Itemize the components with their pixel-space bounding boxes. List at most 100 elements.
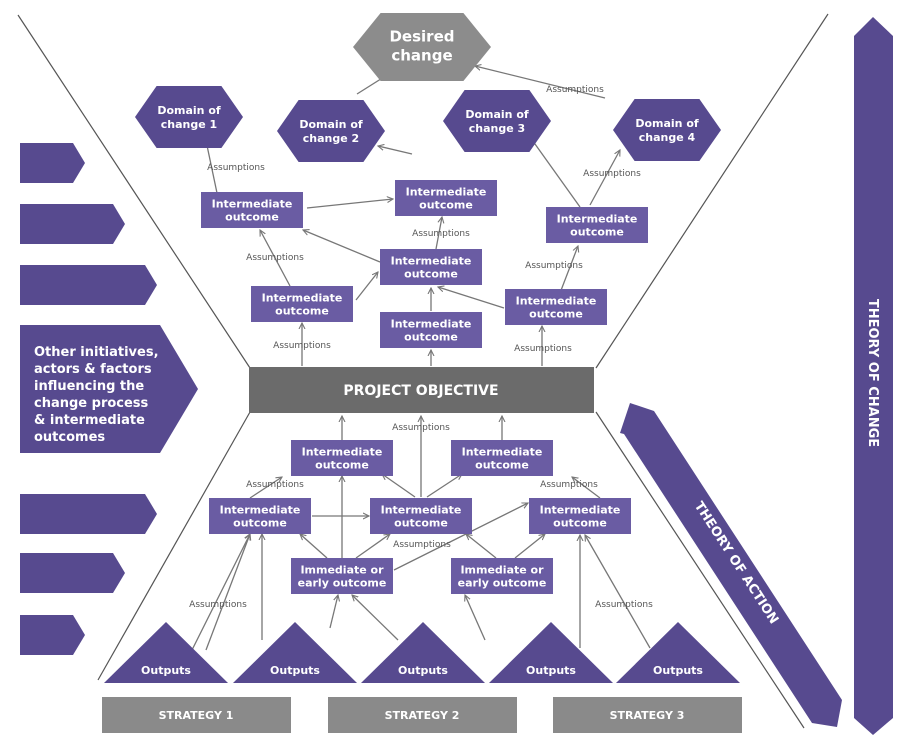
assumptions-label: Assumptions [525,261,583,271]
assumptions-label: Assumptions [546,85,604,95]
arrow-20 [382,474,416,498]
external-factor-arrow-1 [20,143,85,183]
theory-of-change-band: THEORY OF CHANGE [854,17,893,735]
immediate-outcome-1-shape [291,558,393,594]
arrow-38 [205,534,250,651]
arrow-4 [378,146,413,155]
assumptions-label: Assumptions [246,480,304,490]
project-objective-label: PROJECT OBJECTIVE [343,383,498,399]
outputs-triangle-shape [233,622,357,683]
outputs-triangle-shape [104,622,228,683]
outputs-triangle-shape [361,622,485,683]
arrow-3 [306,199,393,209]
assumptions-label: Assumptions [595,600,653,610]
intermediate-outcome-lower-2-shape [451,440,553,476]
assumptions-label: Assumptions [393,540,451,550]
assumptions-label: Assumptions [412,229,470,239]
intermediate-outcome-upper-1-shape [201,192,303,228]
strategy-shape [102,697,291,733]
arrow-1 [475,66,606,99]
intermediate-outcome-upper-4-shape [380,249,482,285]
arrow-27 [355,534,390,559]
intermediate-outcome-lower-1-shape [291,440,393,476]
arrow-8 [303,230,381,263]
outputs-label: Outputs [526,664,576,677]
arrow-13 [438,287,505,309]
external-factor-arrow-4 [20,494,157,534]
hourglass-guide-lines [17,13,829,729]
domain-of-change-2-hexagon-shape [277,100,385,162]
outputs-label: Outputs [653,664,703,677]
arrow-31 [191,534,251,651]
intermediate-outcome-lower-5-shape [529,498,631,534]
external-factor-arrow-3 [20,265,157,305]
outputs-label: Outputs [141,664,191,677]
arrow-22 [249,477,282,499]
arrow-25 [300,534,328,559]
arrow-35 [465,595,486,641]
strategy-1-bar: STRATEGY 1 [102,697,291,733]
arrow-33 [329,595,338,629]
desired-change-hexagon-shape [353,13,491,81]
strategy-shape [328,697,517,733]
arrow-28 [393,502,528,571]
arrow-10 [260,230,291,287]
intermediate-outcome-upper-3-shape [546,207,648,243]
domain-of-change-1-hexagon-shape [135,86,243,148]
arrows [191,66,651,651]
outputs-triangle-4: Outputs [489,622,613,683]
intermediate-outcome-upper-2-shape [395,180,497,216]
intermediate-outcome-upper-6-shape [380,312,482,348]
arrow-9 [559,246,578,294]
outputs-triangle-2: Outputs [233,622,357,683]
arrow-23 [572,477,601,499]
arrow-34 [352,595,399,641]
project-objective-shape [249,367,594,413]
outputs-triangle-3: Outputs [361,622,485,683]
assumptions-label: Assumptions [246,253,304,263]
arrow-7 [435,217,442,250]
domain-of-change-3-hexagon-shape [443,90,551,152]
outputs-triangle-shape [616,622,740,683]
outputs-label: Outputs [398,664,448,677]
arrow-37 [585,535,651,649]
assumption-labels: AssumptionsAssumptionsAssumptionsAssumpt… [189,85,653,610]
assumptions-label: Assumptions [273,341,331,351]
outputs-triangle-shape [489,622,613,683]
external-factor-arrow-2 [20,204,125,244]
intermediate-outcome-lower-4-shape [370,498,472,534]
theory-of-action-shape [620,403,842,727]
strategy-label: STRATEGY 1 [159,709,234,722]
arrow-21 [426,474,462,498]
guide-line-bottom-left [97,411,251,681]
